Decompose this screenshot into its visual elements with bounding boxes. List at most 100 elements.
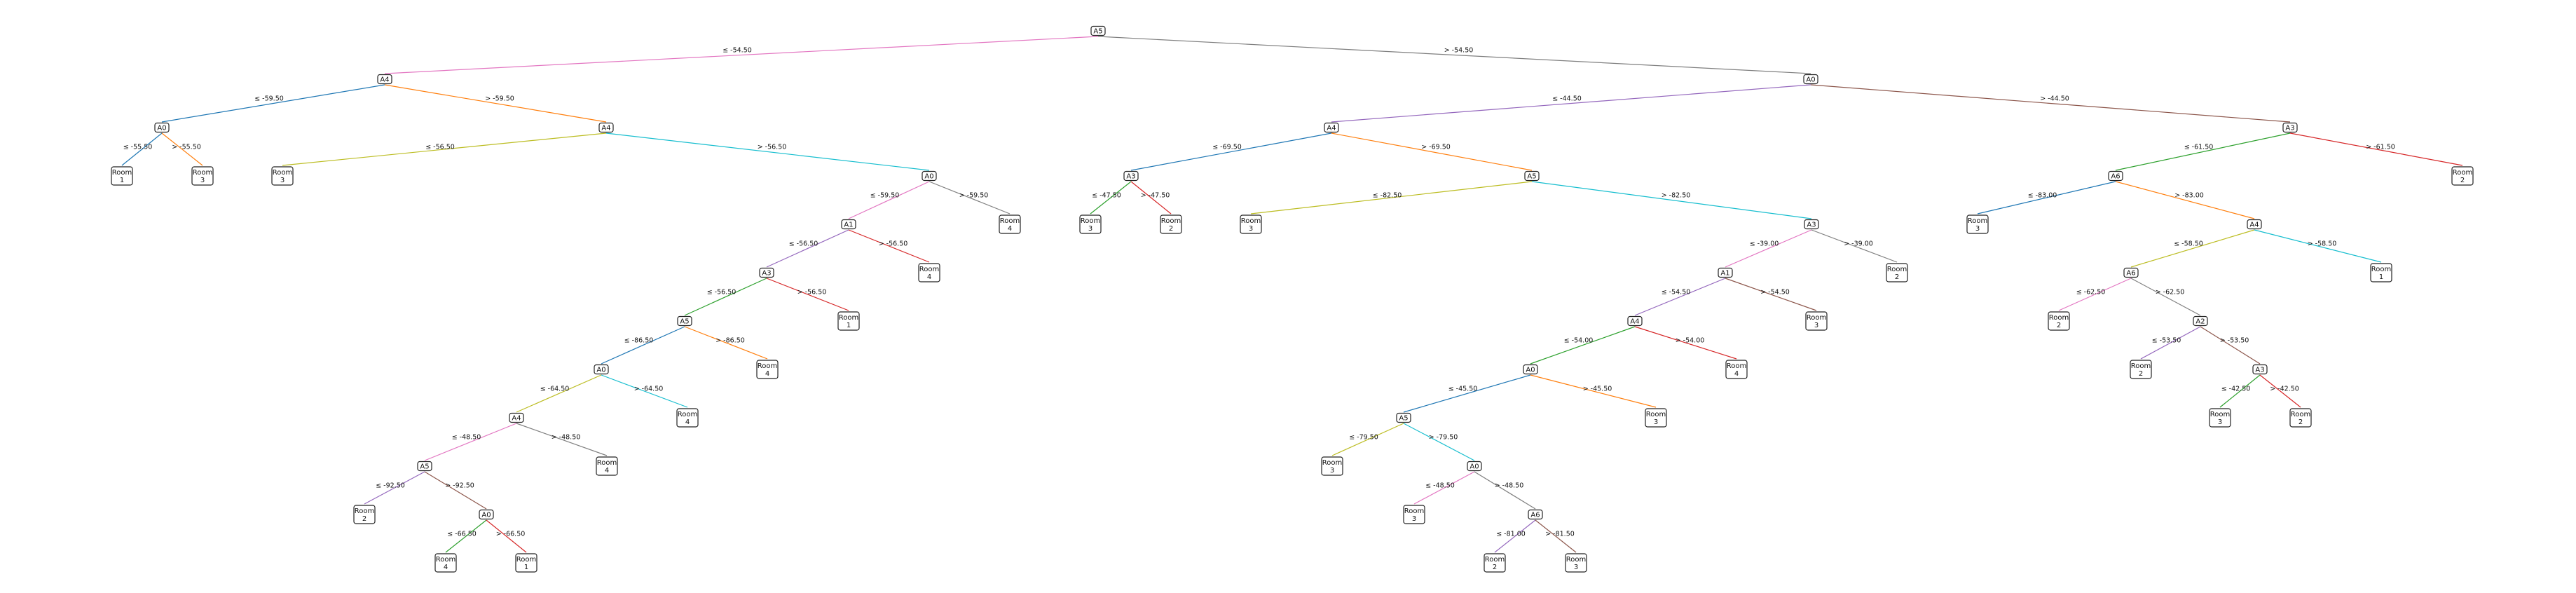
edge-split-label: > -61.50 bbox=[2366, 144, 2395, 151]
split-node-label: A1 bbox=[1720, 270, 1729, 278]
edge-split-label: > -54.50 bbox=[1444, 47, 1474, 55]
edge-split-label: ≤ -56.50 bbox=[789, 240, 818, 248]
tree-edge bbox=[1331, 423, 1404, 456]
edge-split-label: ≤ -83.00 bbox=[2028, 192, 2057, 200]
edge-split-label: > -45.50 bbox=[1583, 386, 1612, 393]
tree-edge bbox=[1413, 471, 1475, 505]
leaf-node-label: 3 bbox=[1330, 467, 1334, 475]
leaf-node-label: 1 bbox=[2379, 273, 2383, 281]
leaf-node-label: Room bbox=[436, 556, 455, 564]
split-node-label: A4 bbox=[1630, 318, 1639, 326]
edge-split-label: > -92.50 bbox=[445, 482, 474, 490]
edge-split-label: > -79.50 bbox=[1429, 434, 1458, 442]
edge-split-label: > -59.50 bbox=[485, 95, 514, 103]
tree-edge bbox=[516, 423, 608, 456]
leaf-node-label: 4 bbox=[765, 370, 769, 378]
tree-edge bbox=[2259, 374, 2301, 408]
edge-split-label: ≤ -45.50 bbox=[1448, 386, 1478, 393]
split-node-label: A3 bbox=[762, 270, 771, 278]
tree-edge bbox=[766, 278, 849, 311]
leaf-node-label: 4 bbox=[1734, 370, 1739, 378]
leaf-node-label: Room bbox=[355, 507, 374, 515]
edge-split-label: > -56.50 bbox=[797, 289, 827, 296]
leaf-node-label: 2 bbox=[2057, 322, 2061, 329]
leaf-node-label: Room bbox=[1161, 217, 1181, 225]
leaf-node-label: 3 bbox=[1975, 225, 1980, 233]
edge-split-label: ≤ -48.50 bbox=[452, 434, 481, 442]
tree-edge bbox=[1097, 36, 1811, 74]
edge-split-label: ≤ -48.50 bbox=[1425, 482, 1455, 490]
leaf-node-label: 3 bbox=[1654, 418, 1658, 426]
split-node: A0 bbox=[922, 170, 937, 182]
split-node-label: A6 bbox=[2111, 173, 2120, 181]
split-node: A1 bbox=[841, 219, 856, 230]
split-node-label: A3 bbox=[1807, 221, 1816, 229]
split-node-label: A0 bbox=[596, 367, 605, 374]
split-node-label: A0 bbox=[157, 125, 166, 132]
edge-split-label: ≤ -81.00 bbox=[1496, 531, 1526, 538]
tree-edge bbox=[2219, 374, 2261, 408]
split-node: A4 bbox=[2247, 219, 2262, 230]
tree-edge bbox=[1535, 519, 1577, 553]
split-node: A4 bbox=[1324, 122, 1339, 133]
leaf-node-label: 2 bbox=[1895, 273, 1899, 281]
split-node-label: A3 bbox=[2285, 125, 2294, 132]
leaf-node-label: Room bbox=[1241, 217, 1261, 225]
tree-edge bbox=[1725, 229, 1812, 268]
tree-edge bbox=[2140, 326, 2201, 360]
tree-edge bbox=[445, 519, 487, 553]
edge-split-label: > -82.50 bbox=[1662, 192, 1691, 200]
edge-split-label: > -53.50 bbox=[2220, 337, 2249, 345]
edge-split-label: > -54.50 bbox=[1760, 289, 1790, 296]
edge-split-label: ≤ -59.50 bbox=[254, 95, 284, 103]
split-node-label: A4 bbox=[601, 125, 610, 132]
tree-edge bbox=[1090, 181, 1132, 214]
leaf-node-label: 3 bbox=[1249, 225, 1253, 233]
edge-split-label: ≤ -59.50 bbox=[870, 192, 900, 200]
leaf-node-label: Room bbox=[2131, 362, 2151, 370]
leaf-node-label: Room bbox=[597, 459, 617, 467]
tree-edge bbox=[1530, 374, 1657, 408]
leaf-node-label: Room bbox=[1727, 362, 1746, 370]
leaf-node-label: 3 bbox=[1814, 322, 1818, 329]
split-node: A3 bbox=[1123, 170, 1139, 182]
split-node: A0 bbox=[594, 364, 609, 375]
leaf-node-label: 1 bbox=[524, 564, 528, 571]
leaf-node-label: Room bbox=[2210, 411, 2230, 418]
split-node: A6 bbox=[2123, 267, 2139, 278]
split-node: A3 bbox=[2282, 122, 2298, 133]
tree-edge bbox=[1531, 181, 1812, 219]
tree-edge bbox=[2200, 326, 2261, 364]
edge-split-label: ≤ -55.50 bbox=[123, 144, 153, 151]
split-node: A1 bbox=[1718, 267, 1733, 278]
leaf-node-label: Room bbox=[1404, 507, 1424, 515]
leaf-node-label: Room bbox=[2049, 314, 2069, 322]
tree-edge bbox=[1331, 132, 1533, 171]
leaf-node-label: 3 bbox=[2218, 418, 2222, 426]
tree-edge bbox=[2289, 132, 2463, 166]
split-node: A5 bbox=[417, 461, 432, 472]
leaf-node-label: Room bbox=[1000, 217, 1020, 225]
tree-edge bbox=[1634, 278, 1726, 316]
tree-edge bbox=[424, 423, 517, 461]
split-node-label: A4 bbox=[1327, 125, 1336, 132]
tree-edge bbox=[2130, 278, 2201, 316]
split-node: A3 bbox=[2252, 364, 2268, 375]
edge-split-label: > -44.50 bbox=[2040, 95, 2069, 103]
leaf-node-label: 4 bbox=[927, 273, 931, 281]
leaf-node-label: 1 bbox=[120, 177, 124, 184]
edge-split-label: ≤ -44.50 bbox=[1552, 95, 1582, 103]
leaf-node-label: Room bbox=[2453, 169, 2472, 177]
